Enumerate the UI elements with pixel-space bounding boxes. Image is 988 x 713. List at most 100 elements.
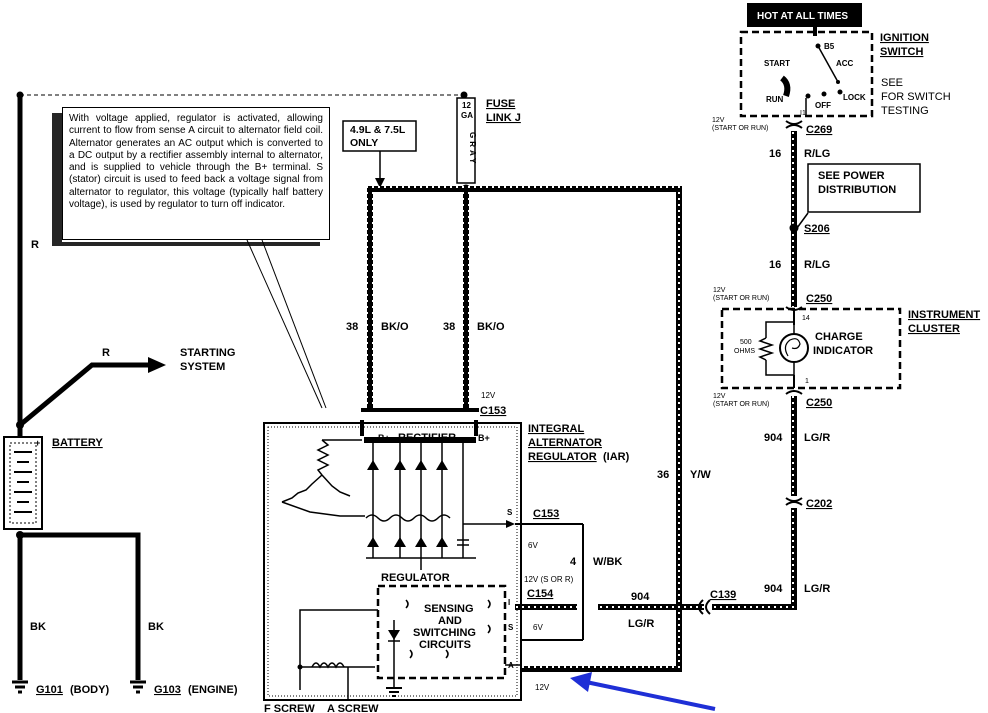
- c250a-voltage: 12V: [713, 287, 726, 294]
- g103-label: G103: [154, 684, 181, 696]
- power-distribution-box: [807, 163, 921, 213]
- see-label-2: FOR SWITCH: [881, 91, 951, 103]
- rectifier-bridge: [364, 437, 515, 570]
- wire-gauge-16b: 16: [769, 259, 781, 271]
- starting-system-wire: [18, 357, 166, 427]
- iar-label-1: INTEGRAL: [528, 423, 585, 435]
- instrument-cluster-label-2: CLUSTER: [908, 323, 960, 335]
- c250a-voltage-note: (START OR RUN): [713, 295, 769, 302]
- alternator-housing: [263, 422, 522, 701]
- connector-c269: C269: [806, 124, 832, 136]
- instrument-cluster-label-1: INSTRUMENT: [908, 309, 980, 321]
- wire-color-bko-b: BK/O: [477, 321, 505, 333]
- connector-c153-stator: C153: [533, 508, 559, 520]
- hot-at-all-times-banner: [747, 3, 862, 27]
- sensing-label-3: SWITCHING: [413, 627, 476, 639]
- wire-color-rlg-a: R/LG: [804, 148, 830, 160]
- wire-gauge-16a: 16: [769, 148, 781, 160]
- power-distribution-label-2: DISTRIBUTION: [818, 184, 896, 196]
- ign-pos-run: RUN: [766, 95, 784, 104]
- sensing-label-4: CIRCUITS: [419, 639, 471, 651]
- wire-color-r-top: R: [31, 239, 39, 251]
- connector-c153-top: C153: [480, 405, 506, 417]
- c269-voltage-note: (START OR RUN): [712, 125, 768, 132]
- wire-color-bko-a: BK/O: [381, 321, 409, 333]
- c154-voltage: 12V (S OR R): [524, 575, 574, 584]
- stator-terminal-s: S: [507, 508, 513, 517]
- cluster-pin-14: 14: [802, 315, 810, 322]
- stator-voltage-6v-b: 6V: [533, 623, 543, 632]
- ign-pos-b5: B5: [824, 42, 835, 51]
- wire-color-wbk: W/BK: [593, 556, 622, 568]
- wire-color-bk-b: BK: [148, 621, 164, 633]
- see-label-1: SEE: [881, 77, 903, 89]
- wire-color-rlg-b: R/LG: [804, 259, 830, 271]
- field-circuit: [297, 609, 520, 700]
- wire-color-lgr-b: LG/R: [804, 583, 830, 595]
- g103-suffix: (ENGINE): [188, 684, 238, 696]
- splice-s206: S206: [804, 223, 830, 235]
- battery: [3, 421, 43, 539]
- b-plus-wires: [367, 186, 682, 672]
- fuse-gauge: 12: [462, 101, 471, 110]
- ground-symbol-g101: [12, 680, 28, 694]
- ignition-label-2: SWITCH: [880, 46, 923, 58]
- engine-note-2: ONLY: [350, 137, 378, 149]
- fuse-label-2: LINK J: [486, 112, 521, 124]
- hot-at-all-times-label: HOT AT ALL TIMES: [757, 11, 848, 22]
- charge-indicator-label-1: CHARGE: [815, 331, 863, 343]
- connector-c154: C154: [527, 588, 554, 600]
- iar-label-2: ALTERNATOR: [528, 437, 602, 449]
- cluster-pin-1: 1: [805, 378, 809, 385]
- wire-color-r-mid: R: [102, 347, 110, 359]
- rectifier-bplus-right: B+: [478, 433, 490, 443]
- ign-terminal-i1: I1: [800, 110, 806, 117]
- wire-gauge-38a: 38: [346, 321, 358, 333]
- sense-a-voltage: 12V: [535, 683, 550, 692]
- sensing-switching-box: [376, 584, 507, 680]
- fuse-color: GRAY: [468, 132, 477, 166]
- fuse-gauge-unit: GA: [461, 111, 473, 120]
- ground-symbol-g103: [130, 680, 146, 694]
- highlight-arrow: [570, 672, 716, 711]
- regulator-label: REGULATOR: [381, 572, 450, 584]
- stator-coils: [281, 439, 365, 517]
- resistor-value: 500: [740, 339, 752, 346]
- wire-color-bk-a: BK: [30, 621, 46, 633]
- stator-voltage-6v-a: 6V: [528, 541, 538, 550]
- wire-gauge-36: 36: [657, 469, 669, 481]
- starting-system-label-2: SYSTEM: [180, 361, 225, 373]
- connector-c250-top: C250: [806, 293, 832, 305]
- power-distribution-label-1: SEE POWER: [818, 170, 885, 182]
- wire-gauge-904a: 904: [764, 432, 783, 444]
- engine-note-box: [342, 120, 417, 152]
- battery-feed-wire: [16, 91, 468, 437]
- wire-gauge-904b: 904: [764, 583, 783, 595]
- ignition-label-1: IGNITION: [880, 32, 929, 44]
- battery-plus-sign: +: [35, 438, 40, 448]
- ground-wires: [17, 532, 141, 680]
- connector-c250-bottom: C250: [806, 397, 832, 409]
- connector-c202: C202: [806, 498, 832, 510]
- note-callout-shadow: [52, 113, 327, 409]
- c250b-voltage-note: (START OR RUN): [713, 401, 769, 408]
- engine-note-1: 4.9L & 7.5L: [350, 124, 406, 136]
- wire-gauge-904c: 904: [631, 591, 650, 603]
- wire-gauge-4: 4: [570, 556, 577, 568]
- indicator-wire-upper: [785, 390, 803, 610]
- wire-color-lgr-a: LG/R: [804, 432, 830, 444]
- wire-color-yw: Y/W: [690, 469, 711, 481]
- starting-system-label-1: STARTING: [180, 347, 235, 359]
- regulator-terminal-s: S: [508, 623, 514, 632]
- c153-voltage: 12V: [481, 391, 496, 400]
- resistor-unit: OHMS: [734, 348, 755, 355]
- charge-indicator-label-2: INDICATOR: [813, 345, 873, 357]
- iar-label-4: (IAR): [603, 451, 630, 463]
- c269-voltage: 12V: [712, 117, 725, 124]
- regulator-terminal-i: I: [508, 598, 510, 607]
- ign-pos-acc: ACC: [836, 59, 854, 68]
- f-screw-label: F SCREW: [264, 703, 315, 713]
- instrument-cluster: [720, 307, 902, 390]
- sensing-label-2: AND: [438, 615, 462, 627]
